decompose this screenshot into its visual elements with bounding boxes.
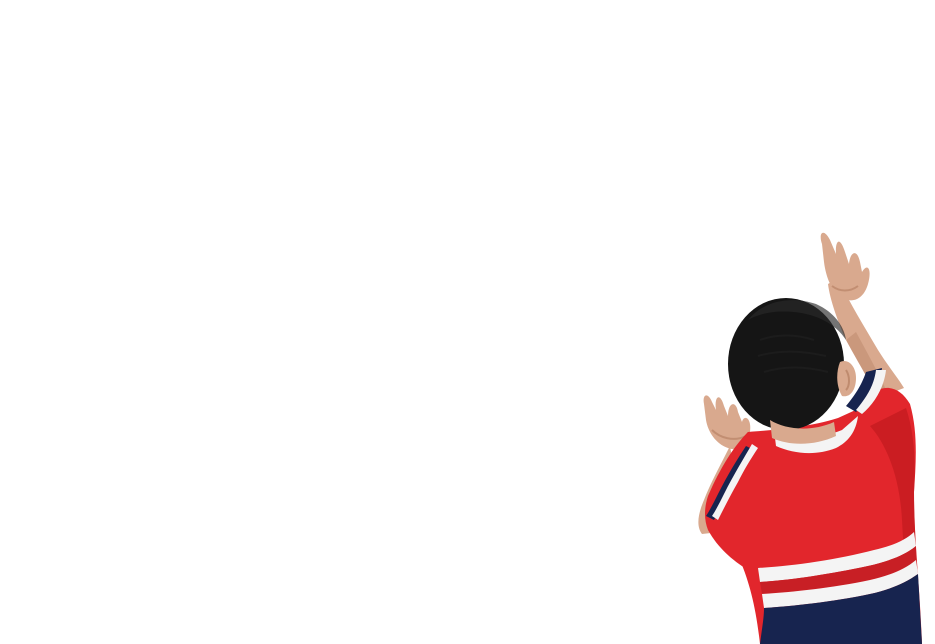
hair-highlight [748,300,846,340]
left-hand-shadow [711,429,747,440]
left-shoulder-stripe-white [712,444,758,520]
neck [770,420,836,444]
raised-hand [820,232,870,301]
right-shoulder-stripe-white [856,370,886,414]
raised-arm [828,278,904,398]
head [728,298,844,430]
shirt-collar [774,416,858,454]
left-hand [703,395,751,450]
shirt-red-band-middle [760,546,916,594]
hair-texture [757,334,829,373]
shirt-navy-bottom [760,574,922,644]
right-shoulder-stripe-navy [846,368,882,412]
raised-hand-detail [831,285,859,292]
shirt-white-band-top [758,532,916,582]
ear [837,360,856,397]
child-figure [698,232,922,644]
ear-shadow [845,369,850,391]
shirt-white-band-bottom [762,560,918,608]
